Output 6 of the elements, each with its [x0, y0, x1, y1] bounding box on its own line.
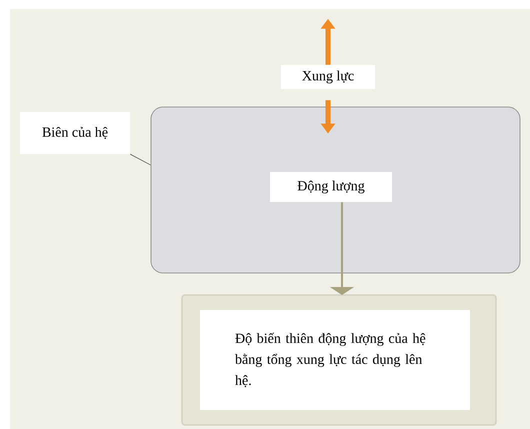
- label-box: Xung lực: [281, 65, 375, 89]
- label-box: Động lượng: [270, 172, 392, 202]
- label-box: Biên của hệ: [20, 112, 130, 154]
- note-text: Độ biến thiên động lượng của hệ bằng tổng xung lực tác dụng lên hệ.: [200, 310, 470, 410]
- leader-line: [130, 154, 151, 166]
- system-box: [150, 106, 520, 274]
